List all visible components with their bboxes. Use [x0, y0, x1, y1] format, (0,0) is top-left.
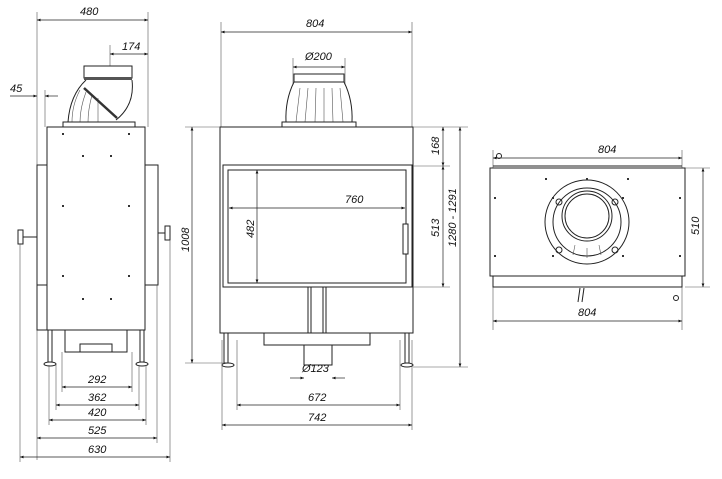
dim-292: 292 [87, 374, 106, 386]
side-view: 480 174 45 292 362 420 525 630 [10, 6, 171, 462]
dim-168: 168 [430, 136, 442, 155]
dim-45: 45 [10, 83, 23, 95]
dim-480: 480 [80, 6, 99, 18]
dim-804-front: 804 [306, 18, 324, 30]
flue-elbow [62, 65, 136, 128]
dim-flue-diameter: Ø200 [304, 51, 333, 63]
side-body [46, 126, 146, 331]
dim-174: 174 [122, 41, 140, 53]
dim-804-top: 804 [598, 144, 616, 156]
dim-742: 742 [308, 412, 326, 424]
dim-1008: 1008 [180, 227, 192, 252]
dim-672: 672 [308, 392, 326, 404]
flue-outlet [544, 179, 630, 265]
top-view: 804 510 804 [489, 144, 710, 330]
dim-420: 420 [88, 407, 107, 419]
front-view: 804 Ø200 760 482 1008 168 513 1280 - 129… [180, 18, 468, 430]
dim-513: 513 [430, 218, 442, 237]
dim-510: 510 [690, 216, 702, 235]
dim-1280-1291: 1280 - 1291 [447, 188, 459, 247]
dim-804-bottom: 804 [578, 307, 596, 319]
dim-482: 482 [245, 220, 257, 238]
dim-362: 362 [88, 392, 106, 404]
dim-630: 630 [88, 444, 107, 456]
dim-525: 525 [88, 425, 107, 437]
dim-760: 760 [345, 194, 364, 206]
dim-air-inlet: Ø123 [301, 363, 330, 375]
door-handle [402, 223, 409, 255]
